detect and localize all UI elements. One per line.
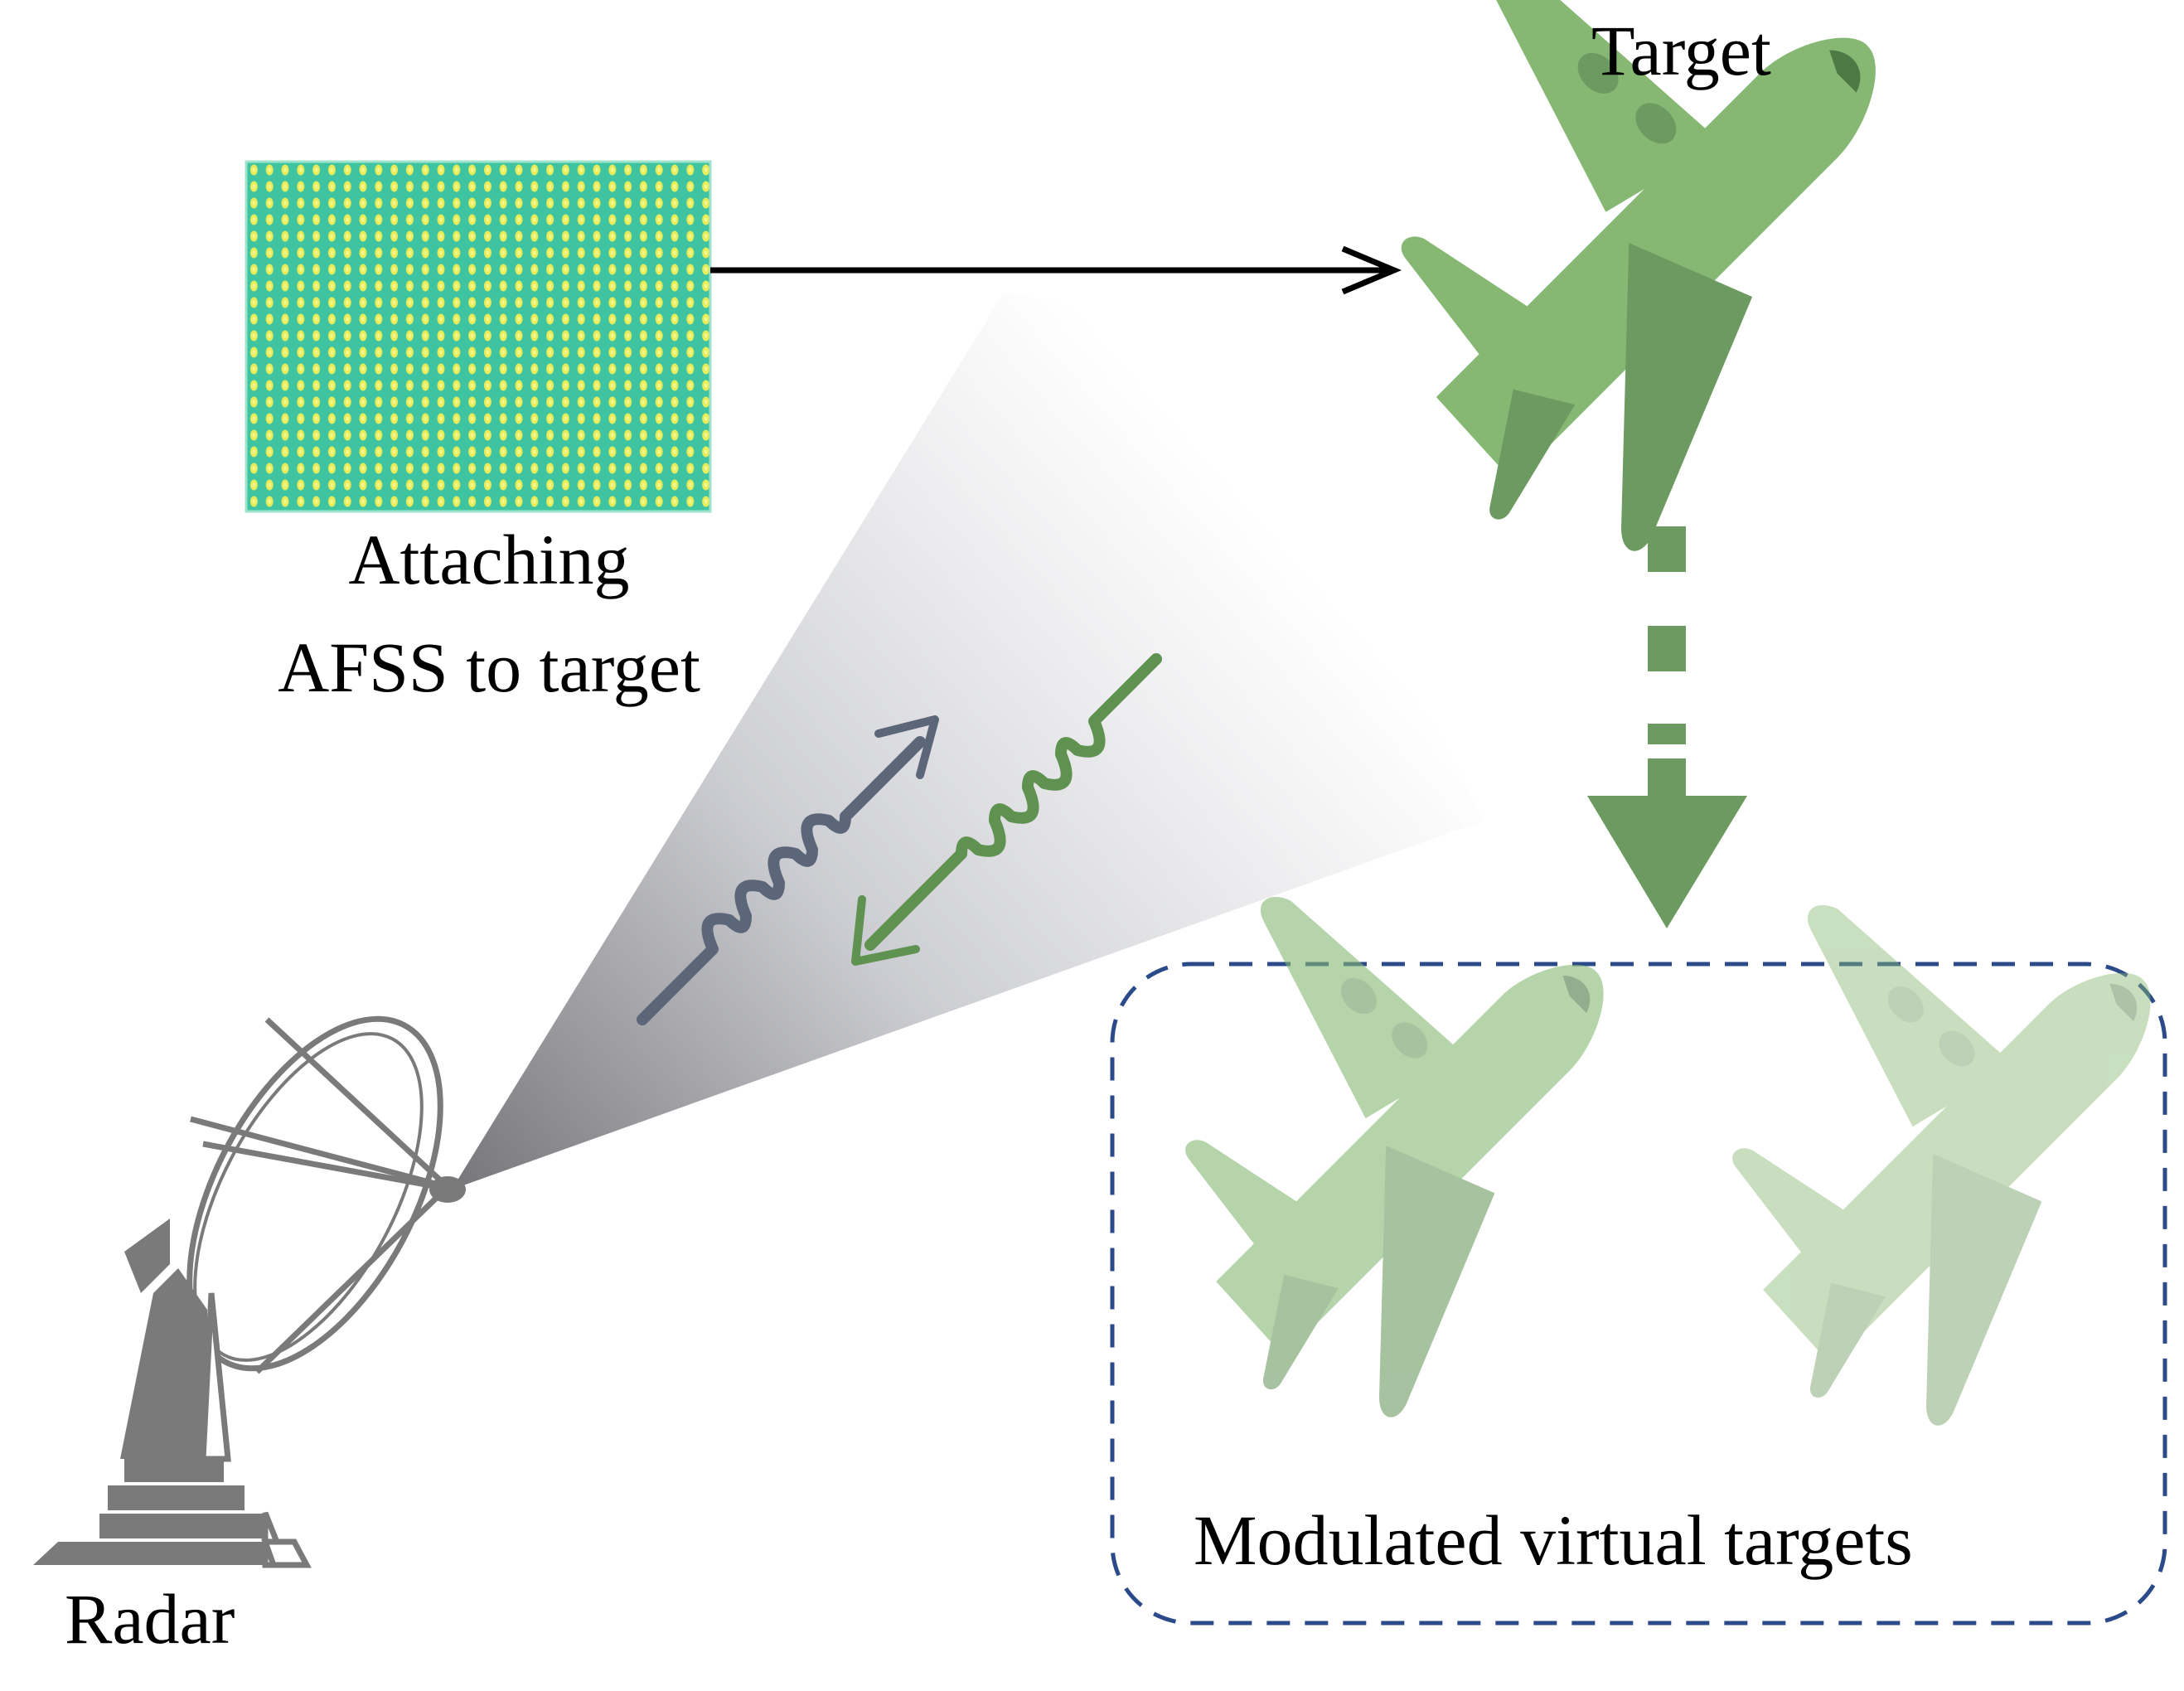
virtual-airplane-icon [1732,904,2151,1426]
radar-dish-icon [33,1015,466,1568]
modulation-arrow [1587,526,1747,928]
afss-to-target-label: AFSS to target [278,627,700,707]
radar-beam [452,294,1484,1190]
reflected-wave [851,653,1162,966]
virtual-targets-label: Modulated virtual targets [1194,1500,1913,1580]
attach-arrow-head [1341,245,1402,295]
attaching-label: Attaching [348,520,630,599]
virtual-airplane-icon [1185,896,1604,1417]
afss-metasurface-icon [245,160,712,513]
virtual-targets-box [1110,962,2167,1626]
radar-label: Radar [65,1579,235,1659]
incident-wave [637,715,939,1025]
target-label: Target [1591,11,1771,90]
